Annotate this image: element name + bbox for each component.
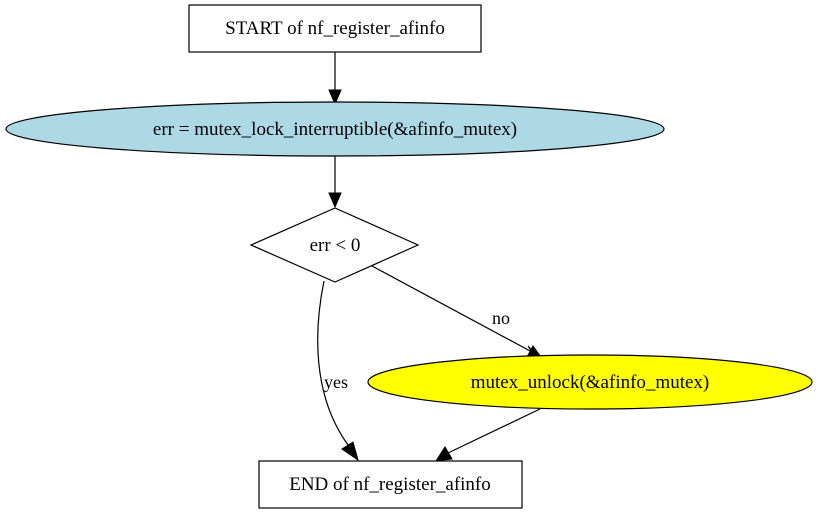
arrowhead bbox=[328, 192, 342, 209]
edge-label-no: no bbox=[492, 308, 510, 328]
edge-unlock-to-end bbox=[435, 408, 541, 462]
edge-start-to-lock bbox=[328, 52, 342, 106]
lock-node: err = mutex_lock_interruptible(&afinfo_m… bbox=[5, 101, 665, 157]
lock-node-label: err = mutex_lock_interruptible(&afinfo_m… bbox=[153, 119, 517, 140]
check-node: err < 0 bbox=[249, 207, 420, 283]
unlock-node: mutex_unlock(&afinfo_mutex) bbox=[367, 354, 813, 410]
start-node: START of nf_register_afinfo bbox=[188, 4, 482, 53]
start-node-label: START of nf_register_afinfo bbox=[225, 18, 445, 39]
unlock-node-ellipse bbox=[367, 354, 813, 410]
start-node-box bbox=[188, 4, 482, 53]
arrowhead bbox=[435, 446, 453, 462]
edge-check-to-end: yes bbox=[317, 280, 359, 462]
arrowhead bbox=[328, 89, 342, 106]
end-node-box bbox=[258, 460, 523, 509]
unlock-node-label: mutex_unlock(&afinfo_mutex) bbox=[471, 372, 710, 393]
edge-label-yes: yes bbox=[324, 372, 348, 392]
edge-lock-to-check bbox=[328, 156, 342, 209]
check-node-label: err < 0 bbox=[310, 235, 361, 256]
arrowhead bbox=[341, 441, 359, 462]
check-node-diamond bbox=[249, 207, 420, 283]
end-node-label: END of nf_register_afinfo bbox=[289, 474, 491, 495]
end-node: END of nf_register_afinfo bbox=[258, 460, 523, 509]
edge-check-to-unlock: no bbox=[371, 265, 545, 361]
